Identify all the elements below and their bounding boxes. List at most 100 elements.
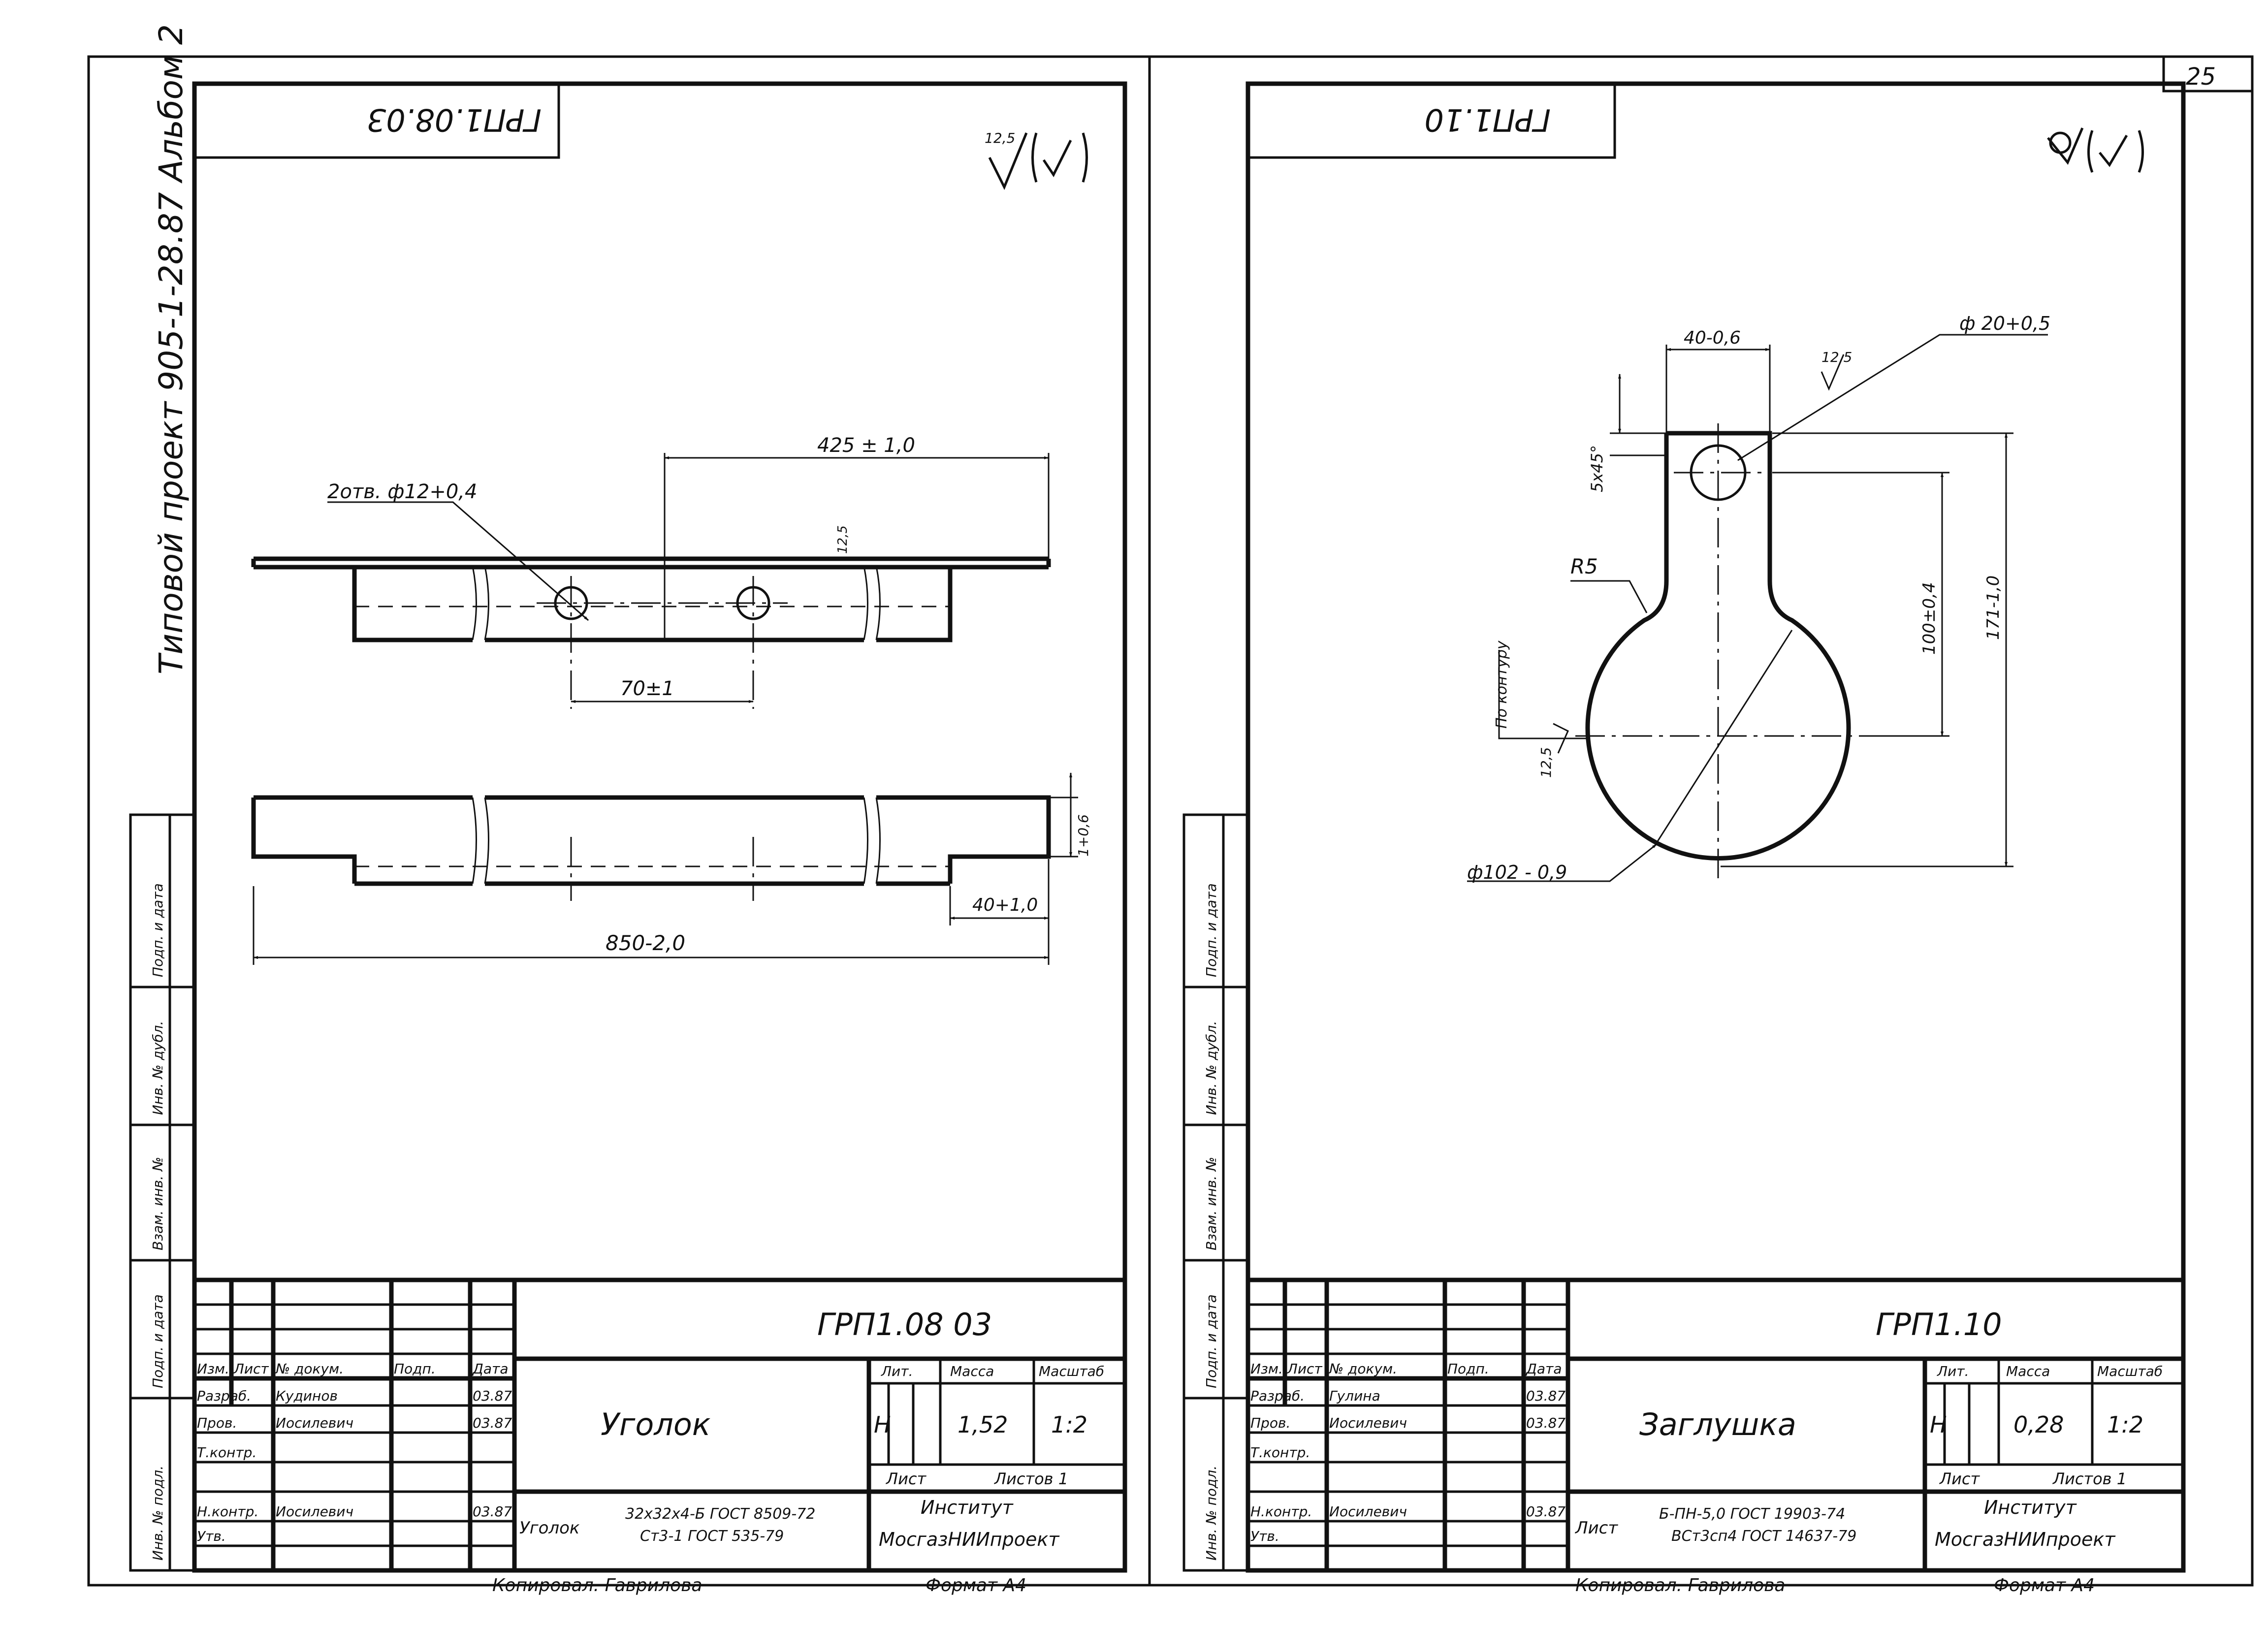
- dim-roughness-circle: 12,5: [1538, 747, 1554, 778]
- tb-left-row-2-role: Пров.: [197, 1415, 237, 1431]
- tb-right-row-4-date: 03.87: [1526, 1503, 1565, 1520]
- tb-left-lit: Н: [874, 1411, 891, 1438]
- tb-left-row-2-name: Иосилевич: [276, 1415, 353, 1431]
- left-corner-box: [193, 82, 560, 159]
- tb-left-name: Уголок: [601, 1406, 711, 1442]
- dim-roughness-small-right: 12,5: [1821, 349, 1852, 365]
- dim-diameter: ф102 - 0,9: [1467, 862, 1567, 883]
- margin-label-r2: Подп. и дата: [1203, 1294, 1219, 1388]
- side-stamp: Типовой проект 905-1-28.87 Альбом 2: [152, 24, 190, 674]
- right-inner-frame: [1246, 81, 2186, 1573]
- tb-right-col-mass: Масса: [2006, 1363, 2050, 1379]
- tb-right-format: Формат А4: [1994, 1575, 2095, 1596]
- tb-right-row-1-name: Гулина: [1329, 1388, 1380, 1404]
- tb-left-row-0-name: № докум.: [275, 1361, 344, 1377]
- tb-left-col-scale: Масштаб: [1039, 1363, 1104, 1379]
- tb-left-sheets: Листов 1: [994, 1469, 1068, 1488]
- tb-right-material-name: Лист: [1574, 1518, 1618, 1538]
- tb-left-row-1-date: 03.87: [473, 1388, 512, 1404]
- dim-outline-note: По контуру: [1493, 640, 1510, 729]
- plug-dims: 40-0,6 ф 20+0,5 12,5 5х45° R5 100±0,4 17…: [1467, 313, 2050, 883]
- tb-right-row-0-sign: Подп.: [1447, 1361, 1489, 1377]
- margin-label-r1: Инв. № подл.: [1203, 1466, 1219, 1561]
- tb-right-material-2: ВСт3сп4 ГОСТ 14637-79: [1671, 1528, 1856, 1545]
- tb-left-doc-code: ГРП1.08 03: [817, 1307, 992, 1342]
- dim-radius: R5: [1570, 554, 1598, 578]
- tb-left-row-0-sign: Подп.: [394, 1361, 436, 1377]
- tb-left-material-name: Уголок: [519, 1518, 580, 1538]
- tb-right-row-2-name: Иосилевич: [1329, 1415, 1407, 1431]
- dims-front-view: 850-2,0 40+1,0 1+0,6: [253, 772, 1091, 965]
- tb-right-mass: 0,28: [2013, 1411, 2064, 1438]
- margin-label-r5: Подп. и дата: [1203, 883, 1219, 977]
- tb-left-row-3-role: Т.контр.: [197, 1444, 256, 1461]
- tb-left-col-mass: Масса: [950, 1363, 994, 1379]
- plug-part: [1575, 423, 1861, 881]
- dim-roughness-small-left: 12,5: [835, 525, 850, 554]
- margin-column-left: Инв. № подл. Подп. и дата Взам. инв. № И…: [129, 813, 196, 1572]
- tb-right-row-0-date: Дата: [1525, 1361, 1562, 1377]
- dim-holes: 2отв. ф12+0,4: [327, 480, 477, 503]
- dim-hole-offset: 425 ± 1,0: [817, 434, 915, 457]
- margin-label-1: Инв. № подл.: [150, 1466, 166, 1561]
- tb-right-row-4-name: Иосилевич: [1329, 1503, 1407, 1520]
- outer-frame-left: [87, 55, 1151, 1587]
- tb-left-format: Формат А4: [926, 1575, 1026, 1596]
- tb-left-mass: 1,52: [958, 1411, 1008, 1438]
- tb-left-material-1: 32х32х4-Б ГОСТ 8509-72: [625, 1505, 815, 1523]
- tb-left-row-4-role: Н.контр.: [197, 1503, 258, 1520]
- margin-column-right: Инв. № подл. Подп. и дата Взам. инв. № И…: [1182, 813, 1249, 1572]
- tb-left-scale: 1:2: [1051, 1411, 1087, 1438]
- tb-right-row-5-role: Утв.: [1250, 1528, 1279, 1544]
- dim-center-dist: 100±0,4: [1919, 582, 1939, 655]
- dim-thickness: 1+0,6: [1075, 814, 1091, 857]
- tb-right-col-scale: Масштаб: [2097, 1363, 2163, 1379]
- right-corner-box: [1246, 82, 1616, 159]
- dim-overall: 171-1,0: [1983, 575, 2003, 640]
- margin-label-r4: Инв. № дубл.: [1203, 1021, 1219, 1115]
- dim-width: 40-0,6: [1684, 328, 1741, 348]
- title-block-left: ГРП1.08 03 Уголок Лит. Масса Масштаб Н 1…: [192, 1277, 1127, 1596]
- tb-left-copied: Копировал. Гаврилова: [492, 1575, 702, 1596]
- tb-left-sheet: Лист: [886, 1469, 926, 1488]
- margin-label-3: Взам. инв. №: [150, 1157, 166, 1250]
- tb-right-sheets: Листов 1: [2052, 1469, 2127, 1488]
- tb-right-lit: Н: [1930, 1411, 1947, 1438]
- dims-top-view: 425 ± 1,0 70±1 2отв. ф12+0,4 12,5: [327, 434, 1050, 703]
- margin-label-2: Подп. и дата: [150, 1294, 166, 1388]
- angle-front-view: [251, 795, 1051, 901]
- tb-right-row-2-role: Пров.: [1250, 1415, 1290, 1431]
- tb-left-row-4-name: Иосилевич: [276, 1503, 353, 1520]
- roughness-symbol-right: [2047, 128, 2144, 173]
- tb-right-material-1: Б-ПН-5,0 ГОСТ 19903-74: [1659, 1505, 1845, 1523]
- page-number: 25: [2186, 63, 2216, 91]
- tb-right-doc-code: ГРП1.10: [1876, 1307, 2002, 1342]
- tb-left-row-0-role: Изм. Лист: [197, 1361, 269, 1377]
- tb-left-row-2-date: 03.87: [473, 1415, 512, 1431]
- left-corner-code: ГРП1.08.03: [367, 102, 542, 138]
- tb-right-copied: Копировал. Гаврилова: [1575, 1575, 1785, 1596]
- tb-left-row-1-role: Разраб.: [197, 1388, 251, 1404]
- tb-left-org-1: Институт: [921, 1497, 1014, 1518]
- tb-left-row-1-name: Кудинов: [276, 1388, 338, 1404]
- tb-right-row-0-role: Изм. Лист: [1250, 1361, 1322, 1377]
- left-inner-frame: [192, 81, 1127, 1573]
- tb-right-org-1: Институт: [1984, 1497, 2077, 1518]
- margin-label-5: Подп. и дата: [150, 883, 166, 977]
- tb-right-org-2: МосгазНИИпроект: [1935, 1529, 2116, 1550]
- tb-left-org-2: МосгазНИИпроект: [879, 1529, 1060, 1550]
- tb-left-row-4-date: 03.87: [473, 1503, 512, 1520]
- page-number-box: [2162, 55, 2254, 93]
- roughness-value-left: 12,5: [985, 130, 1015, 146]
- dim-length-total: 850-2,0: [606, 931, 685, 955]
- dim-chamfer: 5х45°: [1588, 445, 1606, 492]
- outer-frame-right: [1148, 55, 2254, 1587]
- tb-right-scale: 1:2: [2107, 1411, 2143, 1438]
- angle-top-view: [251, 556, 1051, 709]
- tb-left-row-0-date: Дата: [472, 1361, 509, 1377]
- roughness-symbol-left: 12,5: [985, 130, 1088, 191]
- margin-label-r3: Взам. инв. №: [1203, 1157, 1219, 1250]
